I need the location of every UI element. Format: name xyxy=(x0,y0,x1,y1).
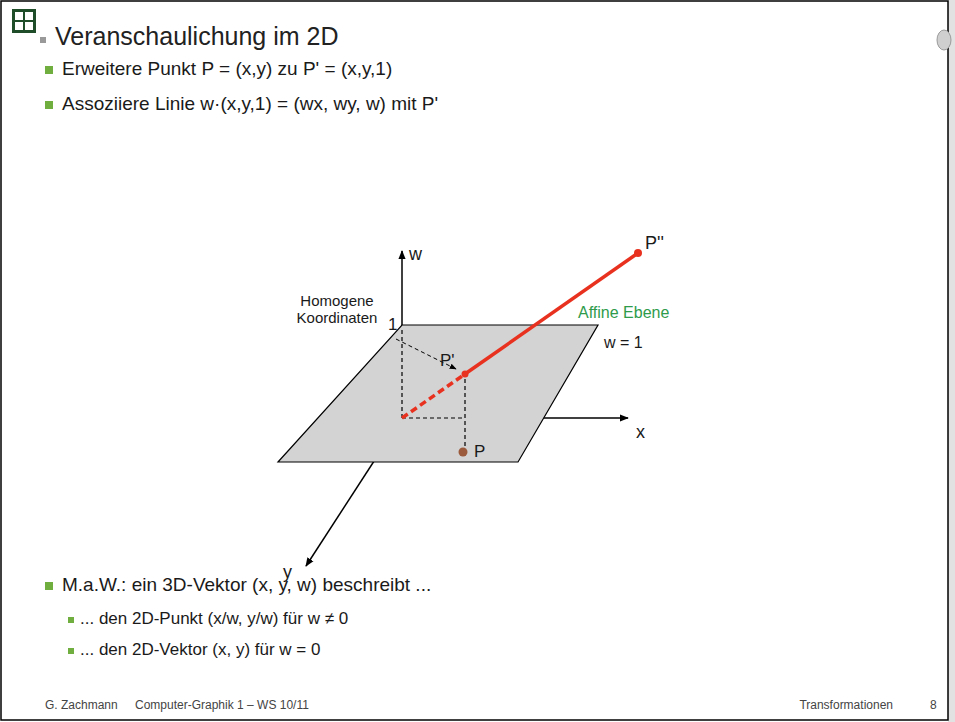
axis-tick: 1 xyxy=(388,315,397,335)
point-p-double-prime xyxy=(634,249,642,257)
plane-equation: w = 1 xyxy=(604,334,643,352)
affine-plane xyxy=(278,325,598,462)
bullet-text: Erweitere Punkt P = (x,y) zu P' = (x,y,1… xyxy=(62,58,392,80)
point-label: P xyxy=(474,442,485,462)
plane-label: Affine Ebene xyxy=(578,304,669,322)
university-logo xyxy=(12,9,46,43)
projection-line-hidden xyxy=(402,374,465,418)
footer-text: Computer-Graphik 1 – WS 10/11 xyxy=(135,699,309,713)
footer-text: G. Zachmann xyxy=(45,699,118,713)
bullet-markers xyxy=(45,66,74,654)
point-p xyxy=(459,448,468,457)
slide-title: Veranschaulichung im 2D xyxy=(55,22,339,51)
footer-text: Transformationen xyxy=(799,699,893,713)
point-label: P'' xyxy=(645,233,664,254)
hidden-lines xyxy=(402,330,465,447)
sub-bullet-text: ... den 2D-Punkt (x/w, y/w) für w ≠ 0 xyxy=(80,609,348,629)
author-icon xyxy=(937,30,951,50)
point-p-prime xyxy=(462,371,469,378)
side-strip xyxy=(948,0,955,722)
bullet-text: Assoziiere Linie w·(x,y,1) = (wx, wy, w)… xyxy=(62,93,438,115)
point-label: P' xyxy=(440,351,455,371)
axis-label: w xyxy=(409,244,422,265)
footer-text: 8 xyxy=(930,699,937,713)
sub-bullet-text: ... den 2D-Vektor (x, y) für w = 0 xyxy=(80,640,320,660)
annotation: Homogene Koordinaten xyxy=(282,292,392,327)
bullet-text: M.a.W.: ein 3D-Vektor (x, y, w) beschrei… xyxy=(62,574,431,596)
axis-label: x xyxy=(636,422,645,443)
